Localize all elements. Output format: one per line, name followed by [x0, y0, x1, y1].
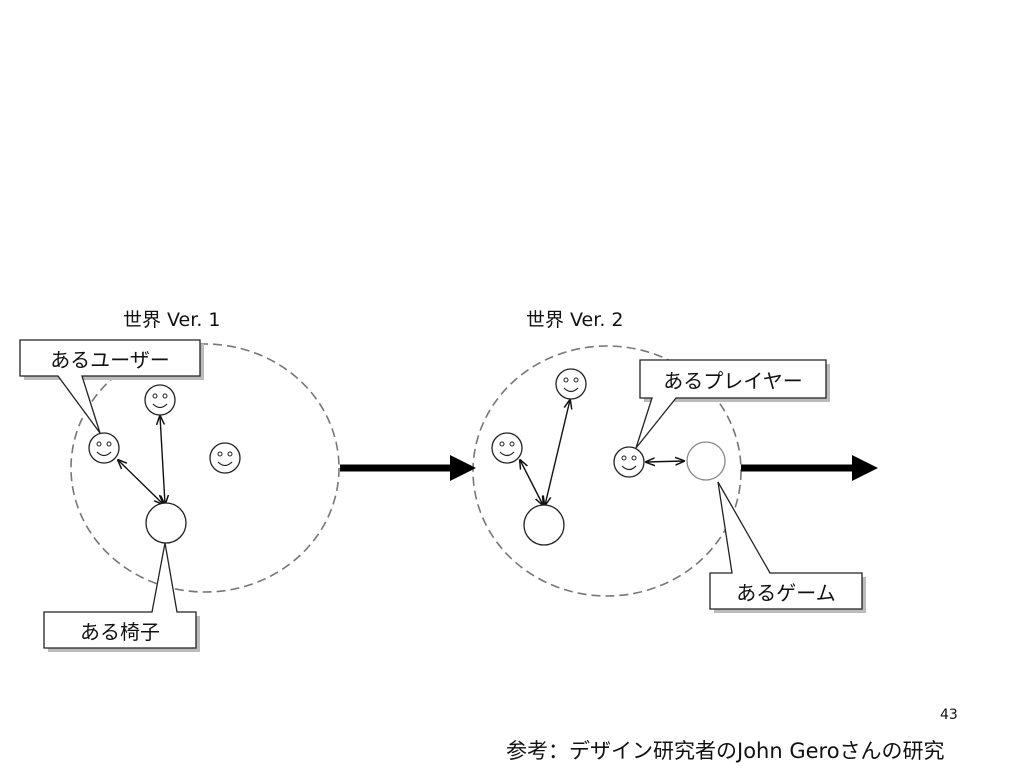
transition-arrow-1 — [340, 455, 476, 481]
w2-player-smiley-icon — [613, 446, 645, 478]
reference-note: 参考：デザイン研究者のJohn Geroさんの研究 — [506, 739, 945, 763]
w1-user-chair-link — [118, 460, 163, 504]
w1-user-smiley-icon — [88, 432, 120, 464]
callout-user-label: あるユーザー — [50, 348, 170, 372]
callout-player-shape — [635, 359, 830, 449]
w2-person2-chair-link — [545, 400, 570, 505]
w1-user2-chair-link — [160, 416, 165, 504]
w1-chair-circle — [145, 502, 187, 544]
w2-chair-circle — [523, 504, 565, 546]
w2-player-game-link — [646, 461, 684, 462]
w2-person2-smiley-icon — [555, 368, 587, 400]
page-number: 43 — [940, 707, 958, 723]
world2-title: 世界 Ver. 2 — [526, 309, 624, 331]
transition-arrow-2 — [741, 455, 878, 481]
callout-player-label: あるプレイヤー — [663, 369, 803, 393]
callout-game-shape — [709, 481, 866, 613]
w1-person3-smiley-icon — [209, 442, 241, 474]
callout-user-shape — [19, 339, 204, 434]
callout-chair-label: ある椅子 — [80, 620, 160, 644]
w2-person-chair-link — [520, 460, 543, 505]
w2-game-circle — [686, 441, 726, 481]
world1-boundary — [70, 343, 340, 593]
world1-title: 世界 Ver. 1 — [123, 309, 221, 331]
callout-chair-shape — [43, 542, 200, 652]
w2-person1-smiley-icon — [491, 432, 523, 464]
callout-game-label: あるゲーム — [736, 581, 836, 605]
w1-person2-smiley-icon — [144, 384, 176, 416]
